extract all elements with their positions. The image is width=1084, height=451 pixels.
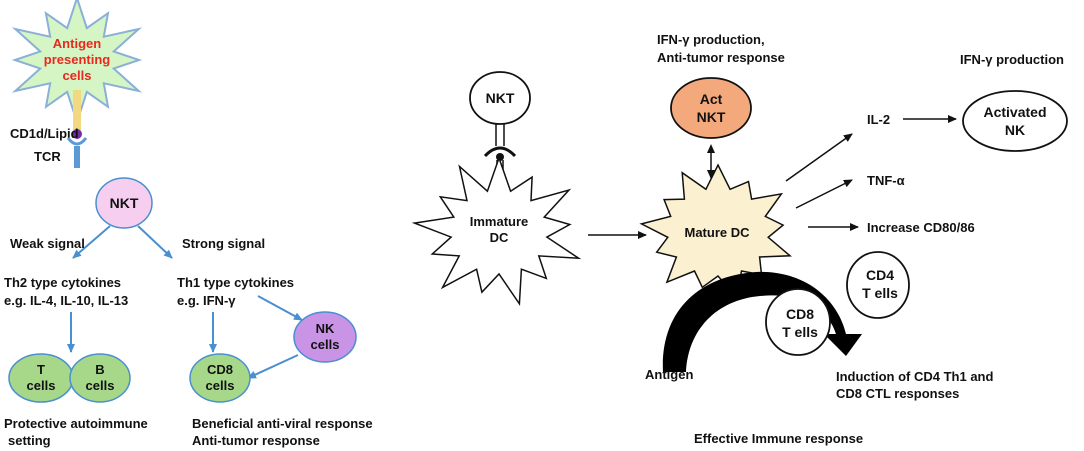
beneficial-line1: Beneficial anti-viral response <box>192 416 373 431</box>
th1-line2: e.g. IFN-γ <box>177 293 236 308</box>
t-cell-line2: cells <box>27 378 56 393</box>
cd8-t-cell <box>765 288 831 356</box>
cd8-line1: CD8 <box>786 306 814 322</box>
cd80-label: Increase CD80/86 <box>867 220 975 235</box>
act-nkt-cell <box>670 77 752 139</box>
cd8-line2: T ells <box>782 324 818 340</box>
mature-dc-star <box>639 163 792 299</box>
immature-dc-line2: DC <box>490 230 509 245</box>
act-nkt-line2: NKT <box>697 109 726 125</box>
protective-line1: Protective autoimmune <box>4 416 148 431</box>
nkt-label-left: NKT <box>110 195 139 211</box>
tcr-label: TCR <box>34 149 61 164</box>
cd8-cell-left <box>189 353 251 403</box>
il2-label: IL-2 <box>867 112 890 127</box>
arrow-mature-to-il2 <box>785 133 853 182</box>
cd8-cell-left-line1: CD8 <box>207 362 233 377</box>
cd4-line2: T ells <box>862 285 898 301</box>
b-cell-line2: cells <box>86 378 115 393</box>
beneficial-line2: Anti-tumor response <box>192 433 320 448</box>
cd1d-dot <box>72 129 82 139</box>
tcr-cup <box>66 137 88 146</box>
arrow-th1-to-nk <box>257 295 303 321</box>
arrow-nk-to-cd8 <box>247 354 299 379</box>
nk-cell-left-line1: NK <box>316 321 335 336</box>
arrow-strong-signal <box>137 225 173 259</box>
cd1d-lipid-stalk <box>73 90 81 130</box>
b-cell-line1: B <box>95 362 104 377</box>
th1-line1: Th1 type cytokines <box>177 275 294 290</box>
activated-nk-line1: Activated <box>983 104 1046 120</box>
apc-label-line3: cells <box>63 68 92 83</box>
t-cell-line1: T <box>37 362 45 377</box>
ifn-top-line1: IFN-γ production, <box>657 32 765 47</box>
cd1d-label: CD1d/Lipid <box>10 126 79 141</box>
th2-line1: Th2 type cytokines <box>4 275 121 290</box>
nkt-label-right: NKT <box>486 90 515 106</box>
apc-label-line1: Antigen <box>53 36 101 51</box>
tcr-stalk <box>74 146 80 168</box>
tcr-right-cup <box>483 146 517 158</box>
induction-line1: Induction of CD4 Th1 and <box>836 369 993 384</box>
nkt-cell-left <box>95 177 153 229</box>
ifn-top-line2: Anti-tumor response <box>657 50 785 65</box>
strong-signal-label: Strong signal <box>182 236 265 251</box>
cd4-t-cell <box>846 251 910 319</box>
protective-line2: setting <box>8 433 51 448</box>
tnf-label: TNF-α <box>867 173 905 188</box>
nkt-cell-right <box>469 71 531 125</box>
nk-cell-left-line2: cells <box>311 337 340 352</box>
activated-nk-cell <box>962 90 1068 152</box>
induction-line2: CD8 CTL responses <box>836 386 959 401</box>
arrow-mature-to-tnf <box>795 179 853 209</box>
immature-dc-star <box>411 155 582 307</box>
cd8-cell-left-line2: cells <box>206 378 235 393</box>
th2-line2: e.g. IL-4, IL-10, IL-13 <box>4 293 128 308</box>
cd4-line1: CD4 <box>866 267 894 283</box>
effective-label: Effective Immune response <box>694 431 863 446</box>
apc-label-line2: presenting <box>44 52 111 67</box>
arrow-weak-signal <box>72 225 111 259</box>
nk-cell-left <box>293 311 357 363</box>
b-cell <box>69 353 131 403</box>
ifn-right-label: IFN-γ production <box>960 52 1064 67</box>
immature-dc-line1: Immature <box>470 214 529 229</box>
mature-dc-label: Mature DC <box>684 225 750 240</box>
activated-nk-line2: NK <box>1005 122 1025 138</box>
antigen-label: Antigen <box>645 367 693 382</box>
weak-signal-label: Weak signal <box>10 236 85 251</box>
big-curved-arrow <box>662 271 862 372</box>
act-nkt-line1: Act <box>700 91 723 107</box>
